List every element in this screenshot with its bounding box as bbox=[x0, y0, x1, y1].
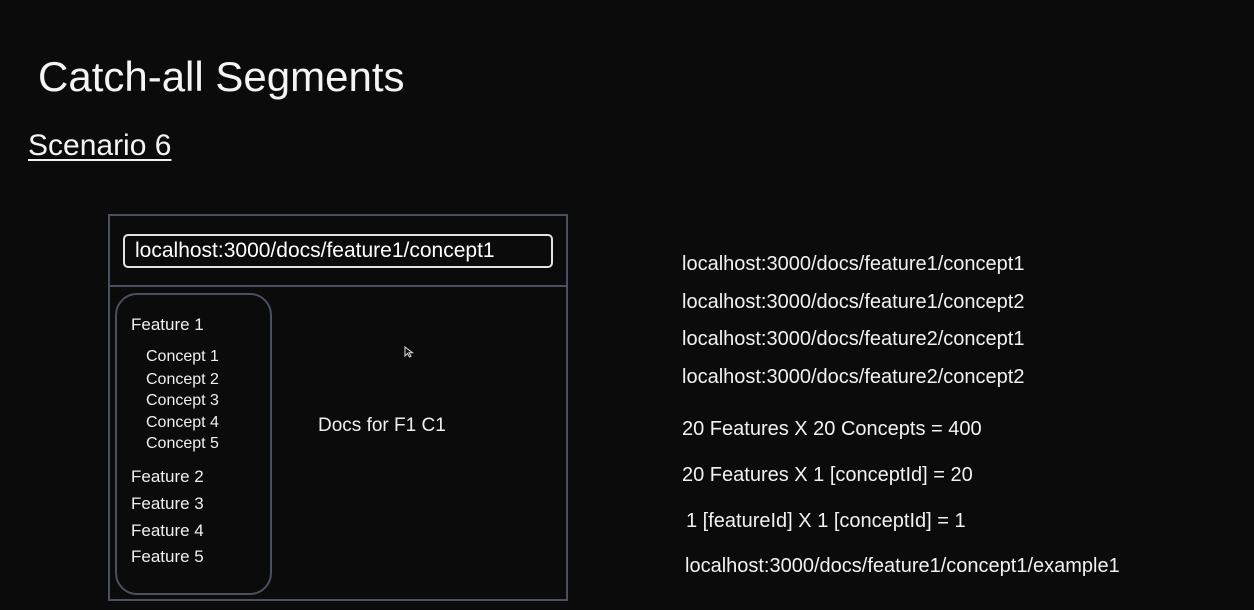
docs-sidebar: Feature 1 Concept 1 Concept 2 Concept 3 … bbox=[115, 293, 272, 595]
url-example-2: localhost:3000/docs/feature1/concept2 bbox=[682, 291, 1025, 313]
sidebar-item-feature1[interactable]: Feature 1 bbox=[131, 315, 204, 334]
sidebar-item-feature4[interactable]: Feature 4 bbox=[131, 521, 204, 540]
url-example-1: localhost:3000/docs/feature1/concept1 bbox=[682, 253, 1025, 275]
sidebar-item-concept4[interactable]: Concept 4 bbox=[146, 414, 219, 431]
browser-mockup: localhost:3000/docs/feature1/concept1 Fe… bbox=[108, 214, 568, 601]
calc-both-dynamic: 1 [featureId] X 1 [conceptId] = 1 bbox=[686, 510, 966, 532]
browser-address-bar: localhost:3000/docs/feature1/concept1 bbox=[110, 216, 566, 287]
slide-subtitle: Scenario 6 bbox=[28, 129, 172, 162]
sidebar-item-concept3[interactable]: Concept 3 bbox=[146, 392, 219, 409]
url-input[interactable]: localhost:3000/docs/feature1/concept1 bbox=[123, 234, 553, 268]
sidebar-item-concept2[interactable]: Concept 2 bbox=[146, 371, 219, 388]
calc-concept-dynamic: 20 Features X 1 [conceptId] = 20 bbox=[682, 464, 973, 486]
calc-all-routes: 20 Features X 20 Concepts = 400 bbox=[682, 418, 982, 440]
sidebar-item-feature3[interactable]: Feature 3 bbox=[131, 494, 204, 513]
sidebar-item-concept1[interactable]: Concept 1 bbox=[146, 348, 219, 365]
sidebar-item-concept5[interactable]: Concept 5 bbox=[146, 435, 219, 452]
url-example-4: localhost:3000/docs/feature2/concept2 bbox=[682, 366, 1025, 388]
mouse-pointer-icon bbox=[404, 346, 414, 358]
slide-title: Catch-all Segments bbox=[38, 53, 405, 100]
url-example-nested: localhost:3000/docs/feature1/concept1/ex… bbox=[685, 555, 1120, 577]
sidebar-item-feature2[interactable]: Feature 2 bbox=[131, 467, 204, 486]
docs-content: Docs for F1 C1 bbox=[318, 415, 446, 436]
url-example-3: localhost:3000/docs/feature2/concept1 bbox=[682, 328, 1025, 350]
sidebar-item-feature5[interactable]: Feature 5 bbox=[131, 547, 204, 566]
